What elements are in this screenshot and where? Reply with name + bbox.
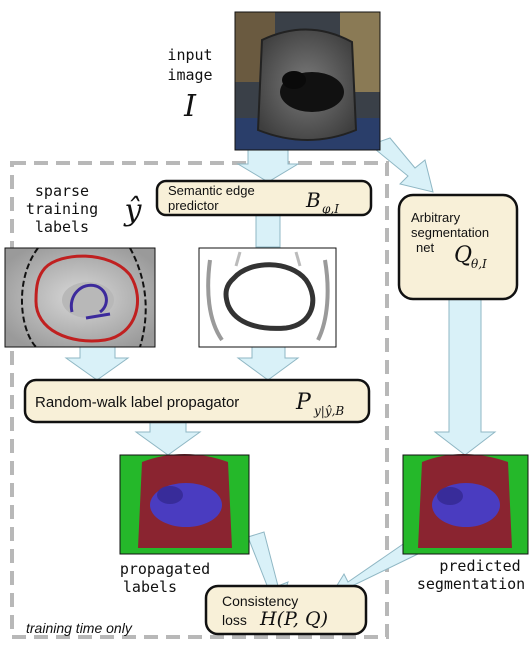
propagated-label-line2: labels bbox=[123, 578, 177, 596]
arrow-image-to-segnet bbox=[368, 137, 434, 193]
propagator-box bbox=[23, 378, 371, 424]
arrow-image-to-edge bbox=[236, 149, 300, 183]
predicted-label-line1: predicted bbox=[439, 557, 520, 575]
training-time-label: training time only bbox=[26, 620, 133, 636]
sparse-label-line1: sparse bbox=[35, 182, 89, 200]
input-symbol: I bbox=[183, 89, 197, 124]
edge-predictor-symbol: B bbox=[305, 188, 321, 212]
predicted-label-line2: segmentation bbox=[417, 575, 525, 593]
input-image bbox=[234, 11, 381, 151]
arrow-edge-to-edgemap bbox=[255, 212, 281, 248]
sparse-labels-image bbox=[4, 247, 156, 348]
segnet-line1: Arbitrary bbox=[411, 210, 461, 225]
edge-map-image bbox=[198, 247, 337, 348]
consistency-formula: H(P, Q) bbox=[259, 608, 328, 630]
segnet-symbol: Q bbox=[454, 243, 472, 268]
segmentation-net-box bbox=[397, 193, 519, 301]
propagated-labels-image bbox=[119, 454, 250, 555]
consistency-loss-box bbox=[204, 584, 368, 636]
input-label-line2: image bbox=[167, 66, 212, 84]
edge-predictor-line2: predictor bbox=[168, 198, 219, 213]
propagated-label-line1: propagated bbox=[120, 560, 210, 578]
predicted-segmentation-image bbox=[402, 454, 529, 555]
segnet-subscript: θ,I bbox=[471, 257, 487, 271]
sparse-label-line2: training bbox=[26, 200, 98, 218]
sparse-symbol: ŷ bbox=[123, 193, 143, 228]
arrow-propagator-to-labels bbox=[134, 419, 202, 456]
arrow-edgemap-to-propagator bbox=[236, 346, 300, 381]
input-label-line1: input bbox=[167, 46, 212, 64]
edge-predictor-box bbox=[155, 179, 373, 217]
arrow-sparse-to-propagator bbox=[64, 346, 130, 381]
flow-arrows bbox=[64, 137, 497, 607]
propagator-subscript: y|ŷ,B bbox=[313, 404, 344, 418]
training-region-border bbox=[10, 161, 389, 639]
edge-predictor-subscript: φ,I bbox=[322, 202, 339, 216]
consistency-line1: Consistency bbox=[222, 593, 298, 609]
edge-predictor-line1: Semantic edge bbox=[168, 183, 255, 198]
consistency-line2: loss bbox=[222, 612, 247, 628]
sparse-label-line3: labels bbox=[35, 218, 89, 236]
propagator-symbol: P bbox=[295, 390, 312, 415]
segnet-line2: segmentation bbox=[411, 225, 489, 240]
segnet-line3: net bbox=[416, 240, 434, 255]
arrow-segnet-to-prediction bbox=[433, 298, 497, 456]
propagator-label: Random-walk label propagator bbox=[35, 394, 239, 411]
